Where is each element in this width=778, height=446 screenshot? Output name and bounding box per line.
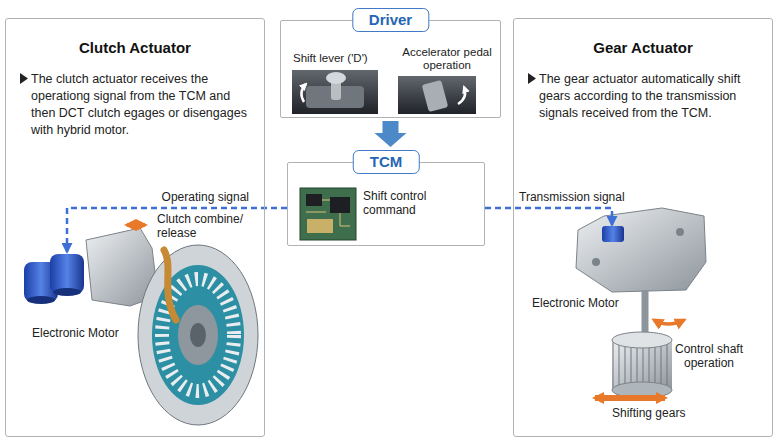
pedal-photo [398, 76, 476, 114]
motion-arrow [654, 320, 684, 324]
chip [306, 194, 322, 206]
release-lever [164, 250, 176, 320]
input-caption: Accelerator pedal operation [397, 46, 497, 72]
clutch-disc [138, 245, 258, 425]
pedal-plate [422, 80, 449, 112]
motion-label: Shifting gears [612, 406, 685, 420]
motor-body [602, 226, 624, 242]
panel-title: Clutch Actuator [6, 39, 264, 57]
control-shaft [642, 290, 649, 336]
shift-knob [326, 72, 346, 84]
photo-ground [398, 76, 476, 114]
motion-arrow [595, 395, 665, 401]
control-unit-box: TCMShift control command [287, 162, 485, 246]
bolt [592, 258, 600, 266]
command-text: Shift control command [363, 189, 475, 217]
bolt [676, 228, 684, 236]
motion-arrow [127, 223, 145, 227]
clutch-assembly [24, 225, 258, 425]
motion-arrow [301, 84, 306, 102]
photo-ground [292, 70, 378, 114]
signal-label: Operating signal [161, 190, 250, 204]
panel-title: Gear Actuator [514, 39, 772, 57]
signal-line [485, 208, 612, 225]
tab-heading: TCM [353, 150, 420, 174]
input-caption: Shift lever ('D') [293, 52, 393, 65]
tab-heading: Driver [352, 8, 429, 32]
motion-label: Clutch combine/ release [157, 212, 257, 240]
disc-center [190, 323, 206, 347]
chip [330, 197, 350, 213]
part-label: Electronic Motor [32, 326, 119, 340]
bullet-symbol [20, 73, 28, 84]
flow-arrow [375, 121, 407, 147]
disc-hub [178, 305, 218, 365]
motion-label: Control shaft operation [668, 342, 750, 370]
motor-cap [53, 288, 81, 296]
actuator-panel: Clutch ActuatorThe clutch actuator recei… [5, 18, 265, 437]
bullet-symbol [528, 73, 536, 84]
shift-lever-photo [292, 70, 378, 114]
actuator-panel: Gear ActuatorThe gear actuator automatic… [513, 18, 773, 437]
motion-arrow [458, 87, 465, 104]
control-board-photo [300, 188, 356, 240]
gear-face [612, 332, 672, 348]
disc-springs [162, 279, 234, 391]
signal-label: Transmission signal [518, 190, 626, 204]
circuit-board [300, 188, 356, 240]
circuit-trace [306, 200, 350, 226]
signal-line [67, 208, 287, 252]
connector-block [307, 219, 333, 233]
input-box: DriverShift lever ('D')Accelerator pedal… [280, 20, 501, 118]
description-text: The gear actuator automatically shift ge… [539, 71, 761, 122]
description-text: The clutch actuator receives the operati… [31, 71, 253, 139]
part-label: Electronic Motor [532, 296, 619, 310]
actuator-body [576, 208, 706, 292]
motor-cap [27, 296, 55, 304]
